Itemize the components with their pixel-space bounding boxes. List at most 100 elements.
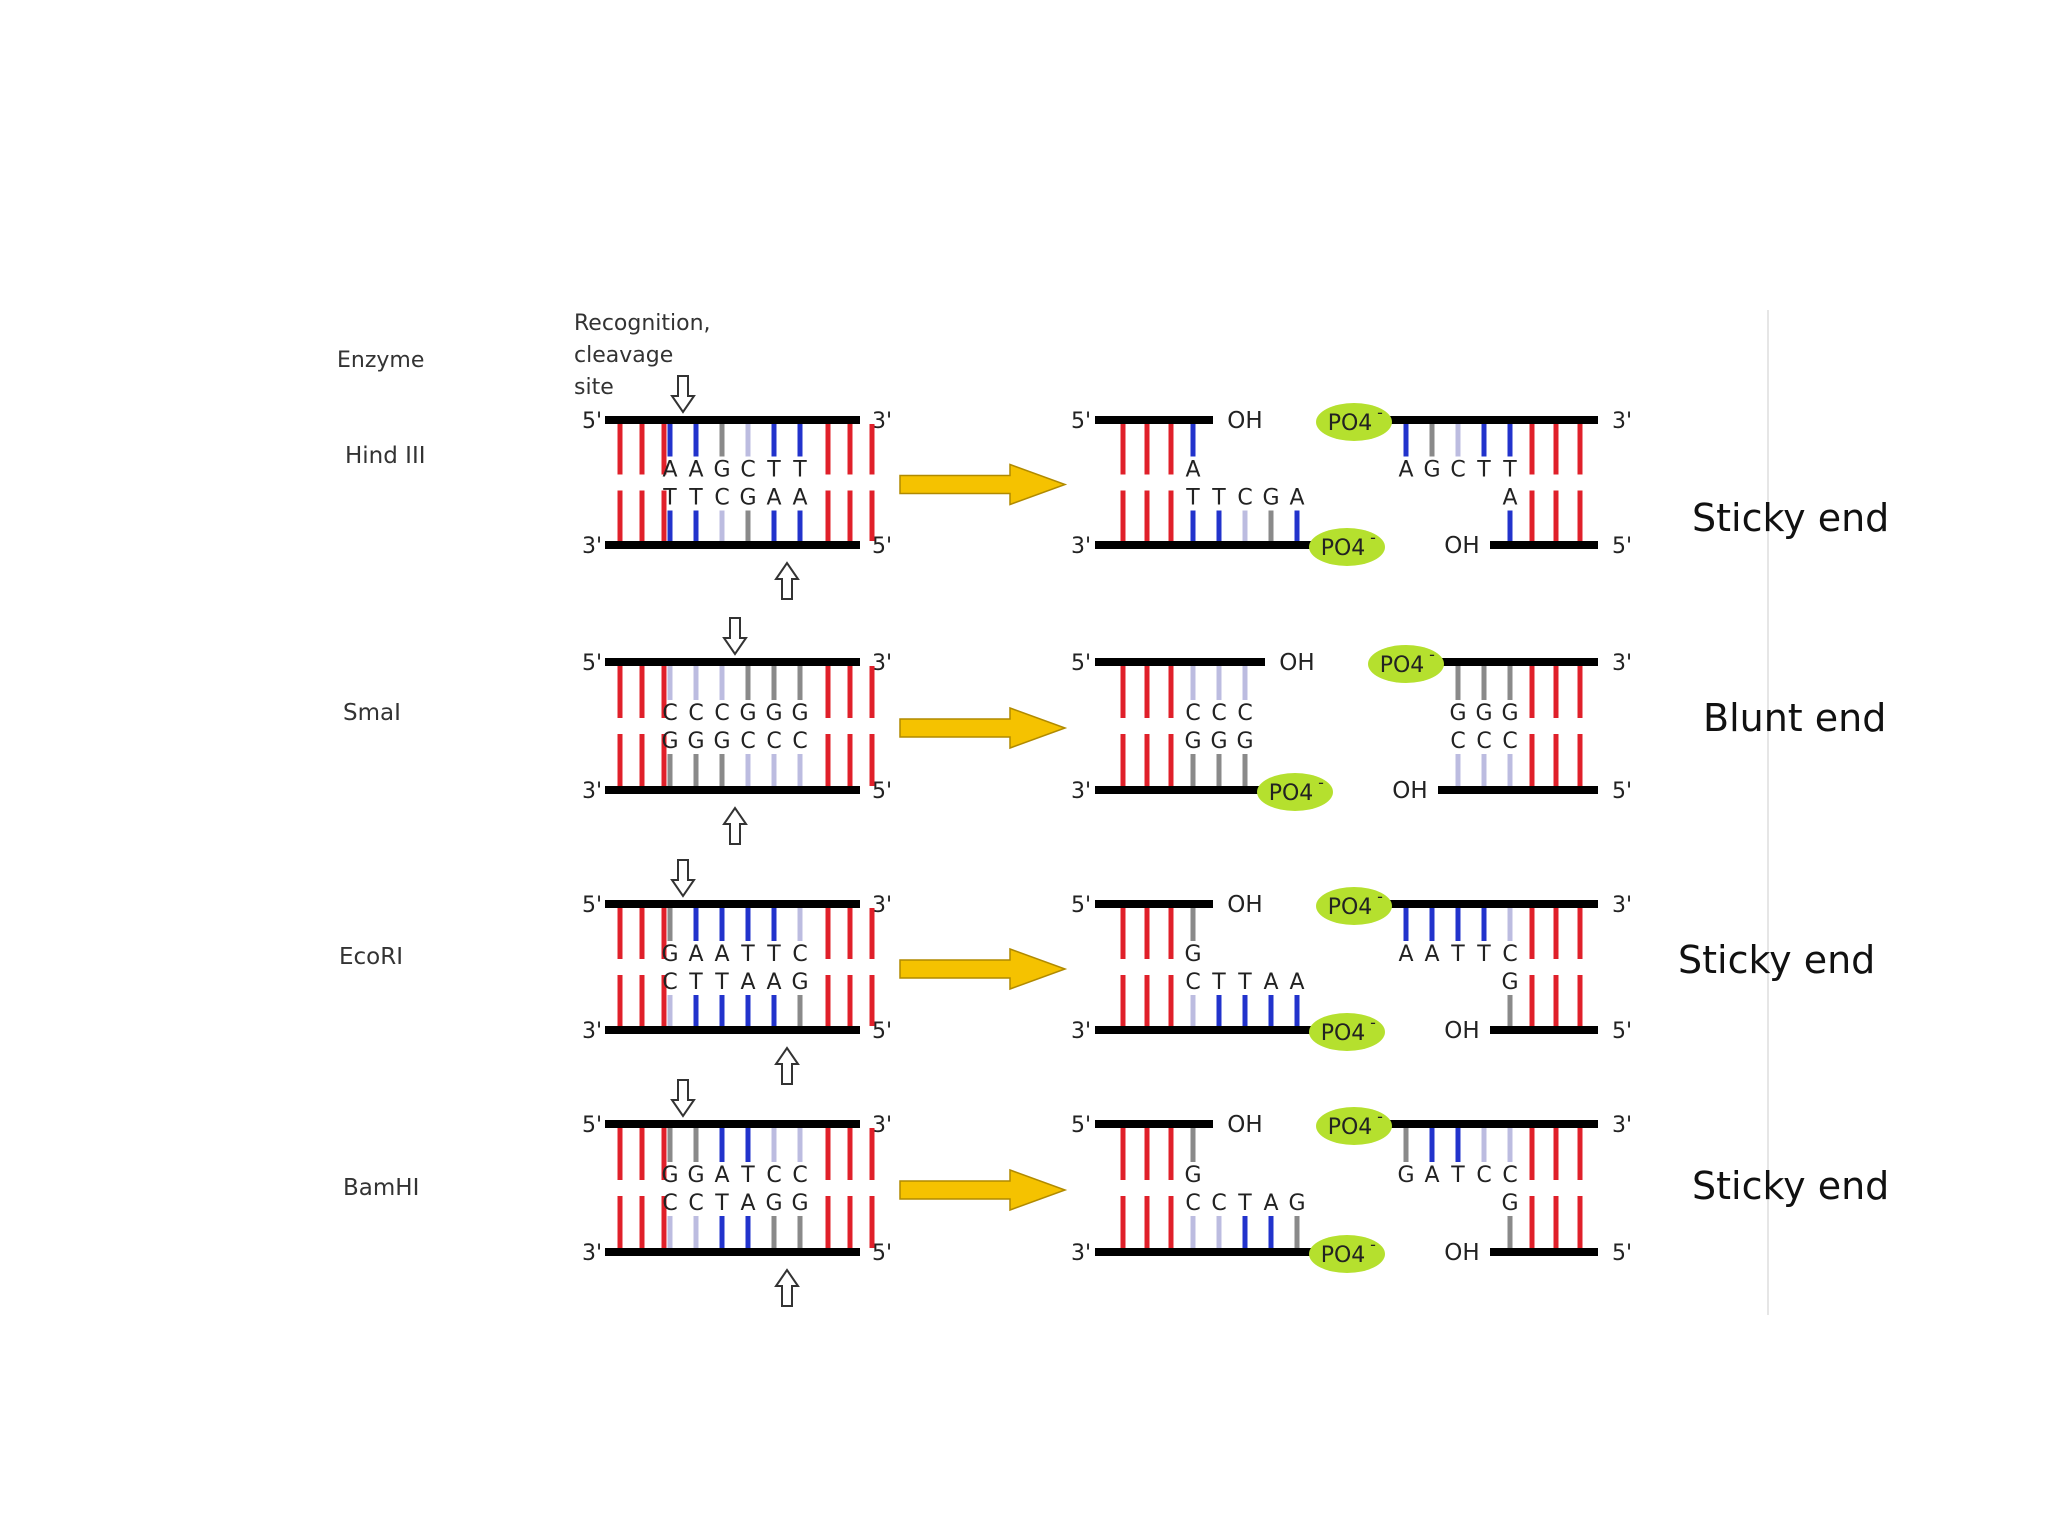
enzyme-name-hindiii: Hind III [345,443,426,469]
left-overhang-bottom-letter: C [1185,970,1200,995]
right-fragment-po4-label: PO4 [1328,895,1373,920]
right-overhang-bottom-letter: A [1502,486,1517,511]
label-5prime: 5' [872,534,892,559]
left-overhang-bottom-letter: A [1289,486,1304,511]
cleavage-arrow-top [670,859,696,898]
site-base-bottom-letter: T [662,486,677,511]
right-overhang-bottom-letter: C [1502,729,1517,754]
left-fragment-po4-label: PO4 [1321,536,1366,561]
right-fragment-po4-label: PO4 [1380,653,1425,678]
left-overhang-bottom-letter: G [1210,729,1227,754]
enzyme-name-bamhi: BamHI [343,1175,420,1201]
left-overhang-top-letter: G [1184,942,1201,967]
right-fragment-po4 [1316,403,1392,441]
right-overhang-top-letter: G [1475,701,1492,726]
label-5prime: 5' [1071,409,1091,434]
dna-bottom-strand [605,1248,860,1256]
header-site-line1: Recognition, [574,311,711,336]
label-5prime: 5' [582,409,602,434]
label-3prime: 3' [582,1241,602,1266]
dna-top-strand [605,900,860,908]
left-fragment-po4-label: PO4 [1269,781,1314,806]
site-base-bottom-letter: C [740,729,755,754]
site-base-top-letter: C [662,701,677,726]
site-base-bottom-letter: T [714,1191,729,1216]
site-base-top-letter: T [766,942,781,967]
right-fragment-top-strand [1386,900,1598,908]
left-overhang-bottom-letter: T [1237,970,1252,995]
right-fragment-po4 [1368,645,1444,683]
site-base-bottom-letter: C [662,1191,677,1216]
site-base-bottom-letter: G [765,1191,782,1216]
site-base-top-letter: C [792,942,807,967]
cleavage-arrow-bottom-shape [722,806,748,845]
label-5prime: 5' [872,779,892,804]
label-3prime: 3' [1071,1019,1091,1044]
right-fragment-oh: OH [1444,533,1479,559]
label-5prime: 5' [872,1241,892,1266]
right-overhang-top-letter: T [1502,458,1517,483]
label-5prime: 5' [1071,651,1091,676]
right-fragment-po4 [1316,887,1392,925]
left-overhang-bottom-letter: A [1289,970,1304,995]
left-fragment-po4-charge: - [1318,773,1324,792]
left-fragment-oh: OH [1227,892,1262,918]
site-base-top-letter: C [740,458,755,483]
left-overhang-bottom-letter: G [1236,729,1253,754]
right-overhang-bottom-letter: G [1501,1191,1518,1216]
right-overhang-top-letter: C [1476,1163,1491,1188]
site-base-top-letter: T [766,458,781,483]
left-overhang-bottom-letter: A [1263,970,1278,995]
right-overhang-top-letter: T [1450,1163,1465,1188]
label-5prime: 5' [872,1019,892,1044]
dna-bottom-strand [605,786,860,794]
cleavage-arrow-bottom [722,806,748,845]
label-5prime: 5' [1071,1113,1091,1138]
site-base-top-letter: A [714,1163,729,1188]
enzyme-name-ecori: EcoRI [339,944,404,970]
right-overhang-top-letter: G [1449,701,1466,726]
end-type-smai: Blunt end [1703,696,1887,740]
left-overhang-top-letter: A [1185,458,1200,483]
left-overhang-bottom-letter: A [1263,1191,1278,1216]
right-overhang-bottom-letter: C [1450,729,1465,754]
dna-bottom-strand [605,1026,860,1034]
label-3prime: 3' [1612,651,1632,676]
right-fragment-bottom-strand [1490,541,1598,549]
right-fragment-bottom-strand [1438,786,1598,794]
label-3prime: 3' [1071,1241,1091,1266]
right-overhang-top-letter: A [1398,458,1413,483]
header-enzyme: Enzyme [337,348,425,373]
dna-top-strand [605,1120,860,1128]
left-overhang-bottom-letter: T [1211,486,1226,511]
site-base-bottom-letter: C [688,1191,703,1216]
right-overhang-top-letter: G [1423,458,1440,483]
label-5prime: 5' [1612,534,1632,559]
cleavage-arrow-top-shape [722,617,748,656]
left-overhang-top-letter: C [1237,701,1252,726]
left-fragment-oh: OH [1227,408,1262,434]
label-3prime: 3' [1071,779,1091,804]
right-fragment-top-strand [1386,1120,1598,1128]
site-base-bottom-letter: C [792,729,807,754]
site-base-top-letter: T [740,1163,755,1188]
label-5prime: 5' [1612,1019,1632,1044]
site-base-bottom-letter: G [791,970,808,995]
right-overhang-bottom-letter: G [1501,970,1518,995]
end-type-bamhi: Sticky end [1692,1164,1890,1208]
right-overhang-top-letter: T [1476,942,1491,967]
site-base-top-letter: G [661,942,678,967]
left-fragment-top-strand [1095,900,1213,908]
right-overhang-top-letter: A [1398,942,1413,967]
cleavage-arrow-bottom-shape [774,1046,800,1085]
left-fragment-po4 [1309,1013,1385,1051]
right-overhang-top-letter: T [1476,458,1491,483]
label-3prime: 3' [582,779,602,804]
label-3prime: 3' [872,409,892,434]
site-base-bottom-letter: G [739,486,756,511]
site-base-top-letter: C [766,1163,781,1188]
right-fragment-bottom-strand [1490,1248,1598,1256]
right-fragment-po4-label: PO4 [1328,1115,1373,1140]
site-base-top-letter: G [661,1163,678,1188]
